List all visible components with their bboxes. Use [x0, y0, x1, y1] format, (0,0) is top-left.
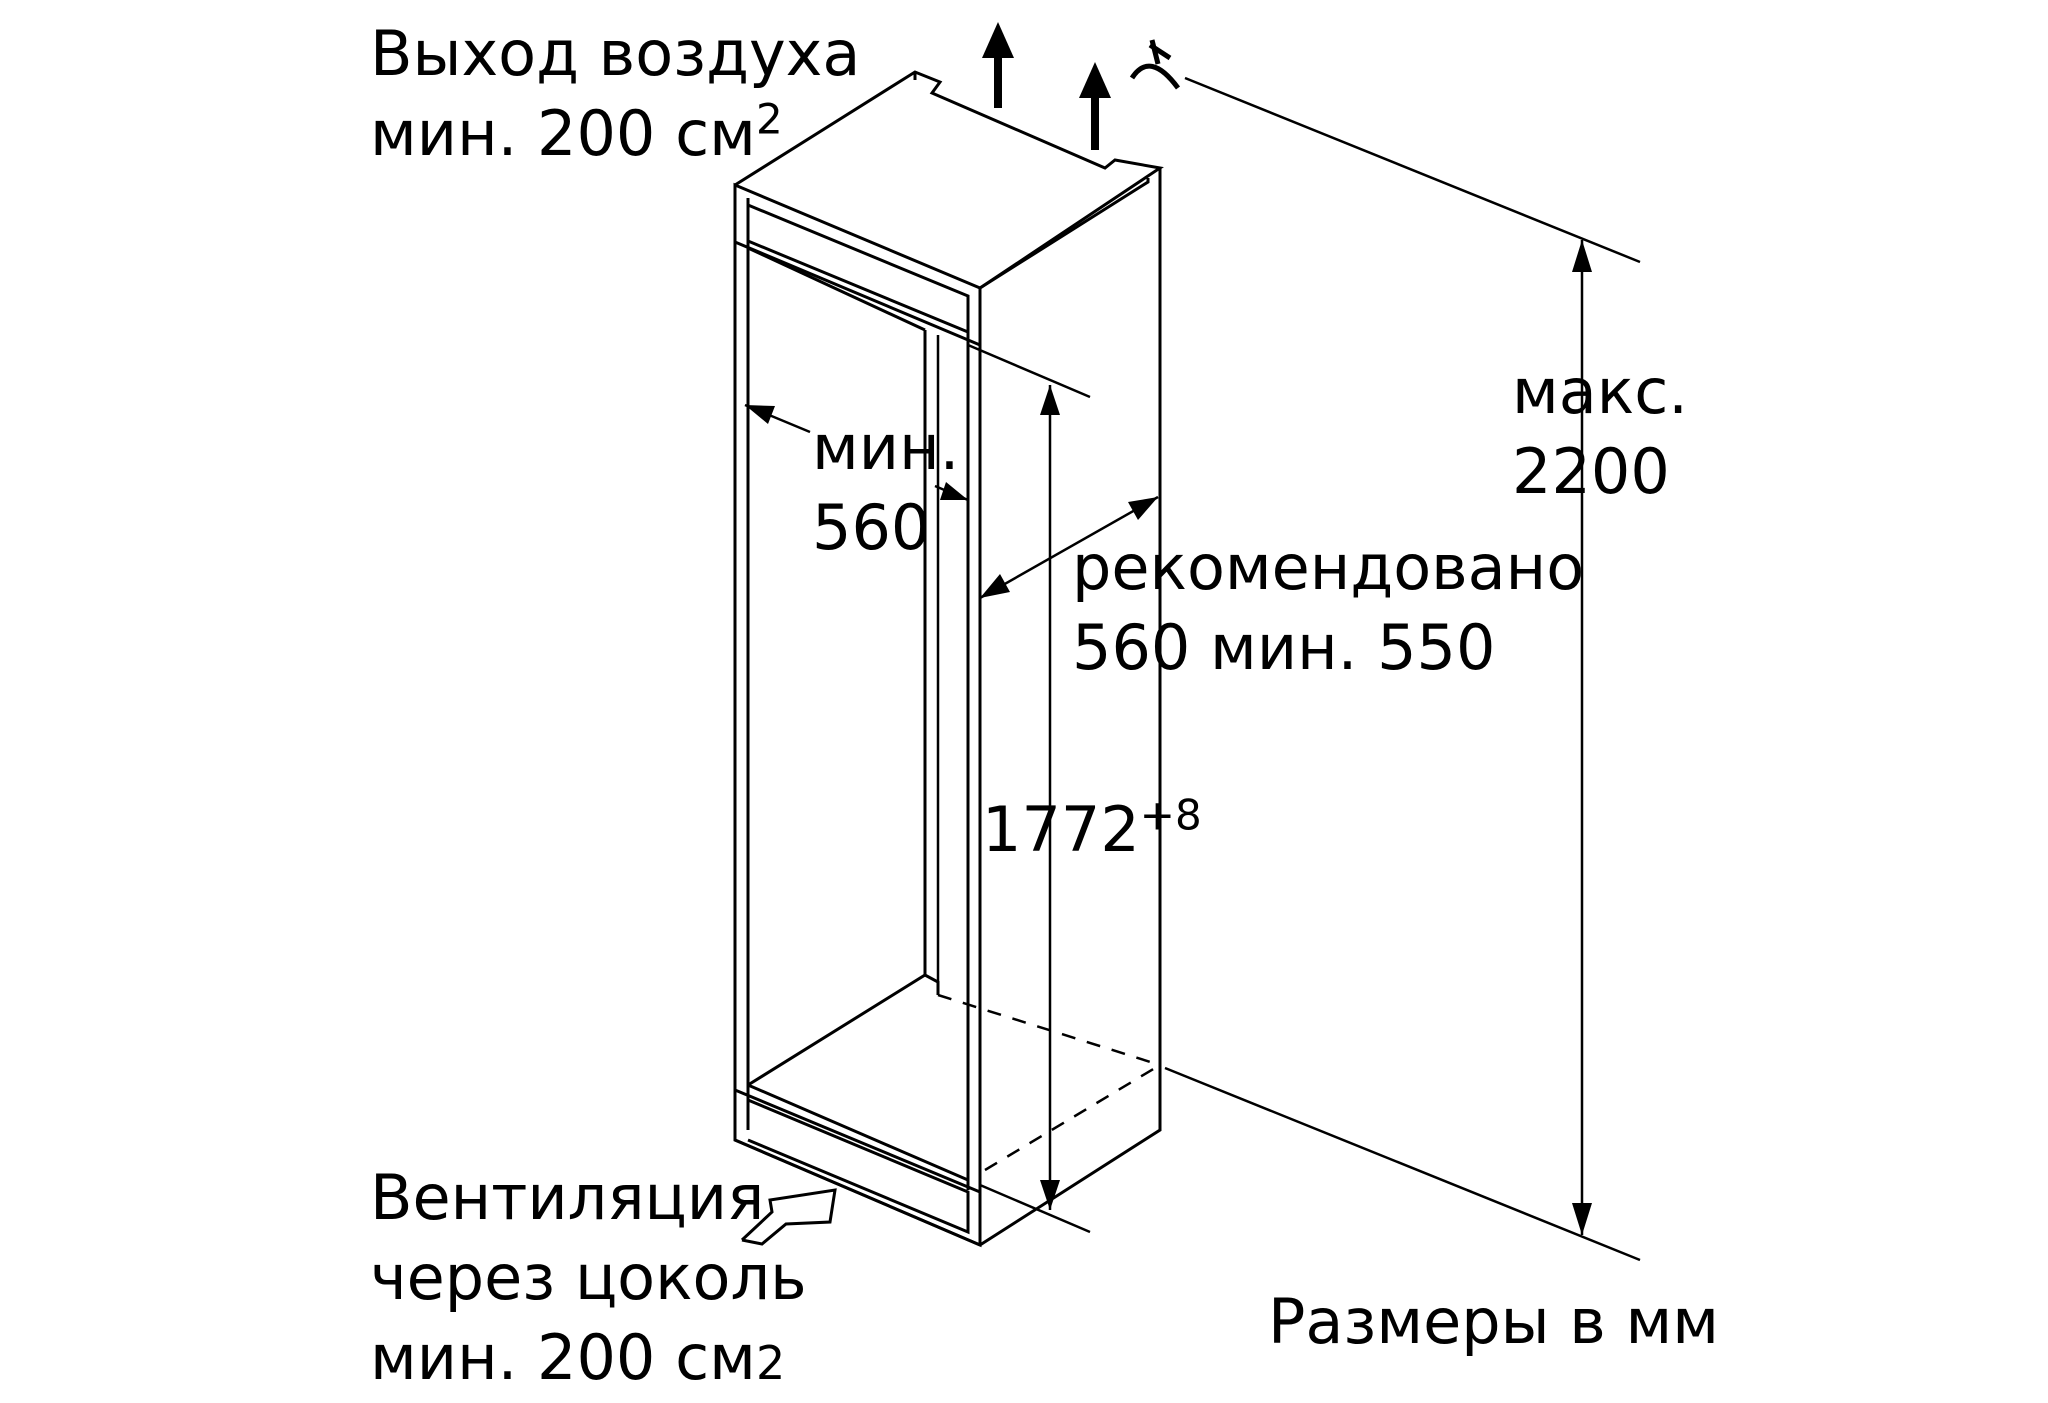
arrow-right-icon [740, 1188, 837, 1246]
niche-back-inner-edge [747, 246, 926, 332]
niche-bottom-rail [733, 1087, 982, 1248]
min-width-label: мин. 560 [812, 408, 959, 568]
niche-floor-front [747, 1083, 969, 1182]
air-outlet-label: Выход воздуха мин. 200 см2 [370, 14, 860, 174]
max-height-line2: 2200 [1512, 435, 1670, 508]
depth-arrowhead-right [1128, 497, 1158, 520]
air-outlet-line1: Выход воздуха [370, 17, 861, 90]
depth-arrow [979, 495, 1159, 600]
recommended-line2: 560 мин. 550 [1072, 611, 1496, 684]
recommended-line1: рекомендовано [1072, 531, 1585, 604]
max-height-arrowhead-bottom [1572, 1203, 1592, 1235]
units-note: Размеры в мм [1268, 1285, 1716, 1358]
niche-right-side-top [979, 178, 1150, 290]
ventilation-label: Вентиляция через цоколь мин. 200 см2 [370, 1158, 807, 1403]
arrow-up-icon [1079, 62, 1111, 150]
recommended-label: рекомендовано 560 мин. 550 [1072, 528, 1584, 688]
arrow-up-icon [982, 22, 1014, 108]
ventilation-line1: Вентиляция [370, 1161, 765, 1234]
min-width-line1: мин. [812, 411, 960, 484]
niche-height-tolerance: +8 [1139, 790, 1202, 840]
air-outlet-line2: мин. 200 см2 [370, 94, 860, 174]
max-height-arrowhead-top [1572, 240, 1592, 272]
niche-top-rail-inner [747, 203, 970, 335]
height-arrowhead-bottom [1040, 1180, 1060, 1210]
height-ext-top [967, 343, 1091, 399]
max-height-ext-bottom [1164, 1066, 1641, 1262]
ventilation-line3: мин. 200 см2 [370, 1318, 807, 1403]
installation-diagram: Выход воздуха мин. 200 см2 мин. 560 реко… [370, 14, 1716, 1394]
max-height-line1: макс. [1512, 355, 1689, 428]
max-height-ext-top [1184, 76, 1641, 264]
ceiling-icon [1129, 39, 1181, 90]
min-width-line2: 560 [812, 491, 931, 564]
height-arrowhead-top [1040, 385, 1060, 415]
width-arrowhead-right [940, 482, 968, 500]
niche-bottom-rail-inner [747, 1098, 970, 1235]
hidden-floor-right [984, 1063, 1161, 1172]
niche-top-surface [734, 70, 1164, 290]
ventilation-line2: через цоколь [370, 1241, 807, 1314]
niche-height-label: 1772+8 [982, 790, 1202, 870]
air-outlet-sup: 2 [755, 94, 783, 144]
niche-right-side [979, 168, 1162, 1247]
ventilation-sup: 2 [755, 1336, 786, 1390]
niche-floor [747, 973, 940, 1087]
max-height-label: макс. 2200 [1512, 352, 1688, 512]
cabinet-drawing [733, 22, 1641, 1262]
niche-height-value: 1772 [982, 793, 1140, 866]
ventilation-value: мин. 200 см [370, 1321, 756, 1394]
niche-front-left-edge [733, 185, 981, 1247]
air-outlet-value: мин. 200 см [370, 97, 756, 170]
width-arrowhead-left [745, 405, 775, 424]
depth-arrowhead-left [980, 574, 1010, 598]
height-ext-bottom [979, 1183, 1091, 1234]
